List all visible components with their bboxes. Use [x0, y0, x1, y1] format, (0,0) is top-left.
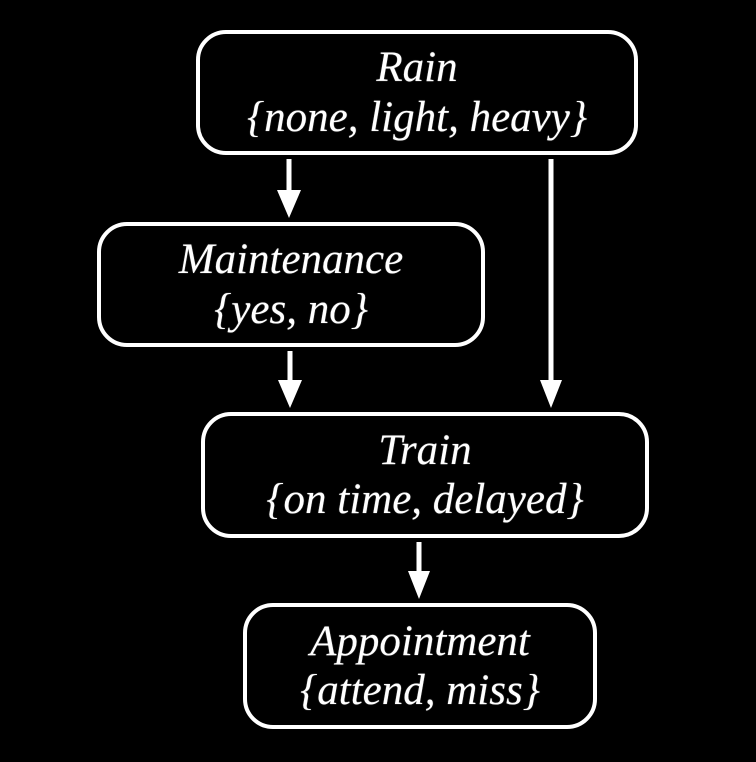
node-maintenance-label: Maintenance — [178, 236, 404, 284]
node-train-values: {on time, delayed} — [266, 476, 584, 523]
node-train: Train {on time, delayed} — [201, 412, 649, 538]
arrow-train-to-appointment — [408, 542, 430, 599]
node-appointment: Appointment {attend, miss} — [243, 603, 597, 729]
arrow-maintenance-to-train — [278, 351, 302, 408]
node-rain: Rain {none, light, heavy} — [196, 30, 638, 155]
node-maintenance: Maintenance {yes, no} — [97, 222, 485, 347]
node-appointment-values: {attend, miss} — [300, 667, 540, 714]
node-maintenance-values: {yes, no} — [214, 285, 368, 333]
arrow-rain-to-maintenance — [277, 159, 301, 218]
node-train-label: Train — [378, 426, 472, 474]
node-rain-values: {none, light, heavy} — [246, 93, 588, 141]
node-rain-label: Rain — [376, 44, 458, 92]
node-appointment-label: Appointment — [310, 617, 530, 665]
arrow-rain-to-train — [540, 159, 562, 408]
